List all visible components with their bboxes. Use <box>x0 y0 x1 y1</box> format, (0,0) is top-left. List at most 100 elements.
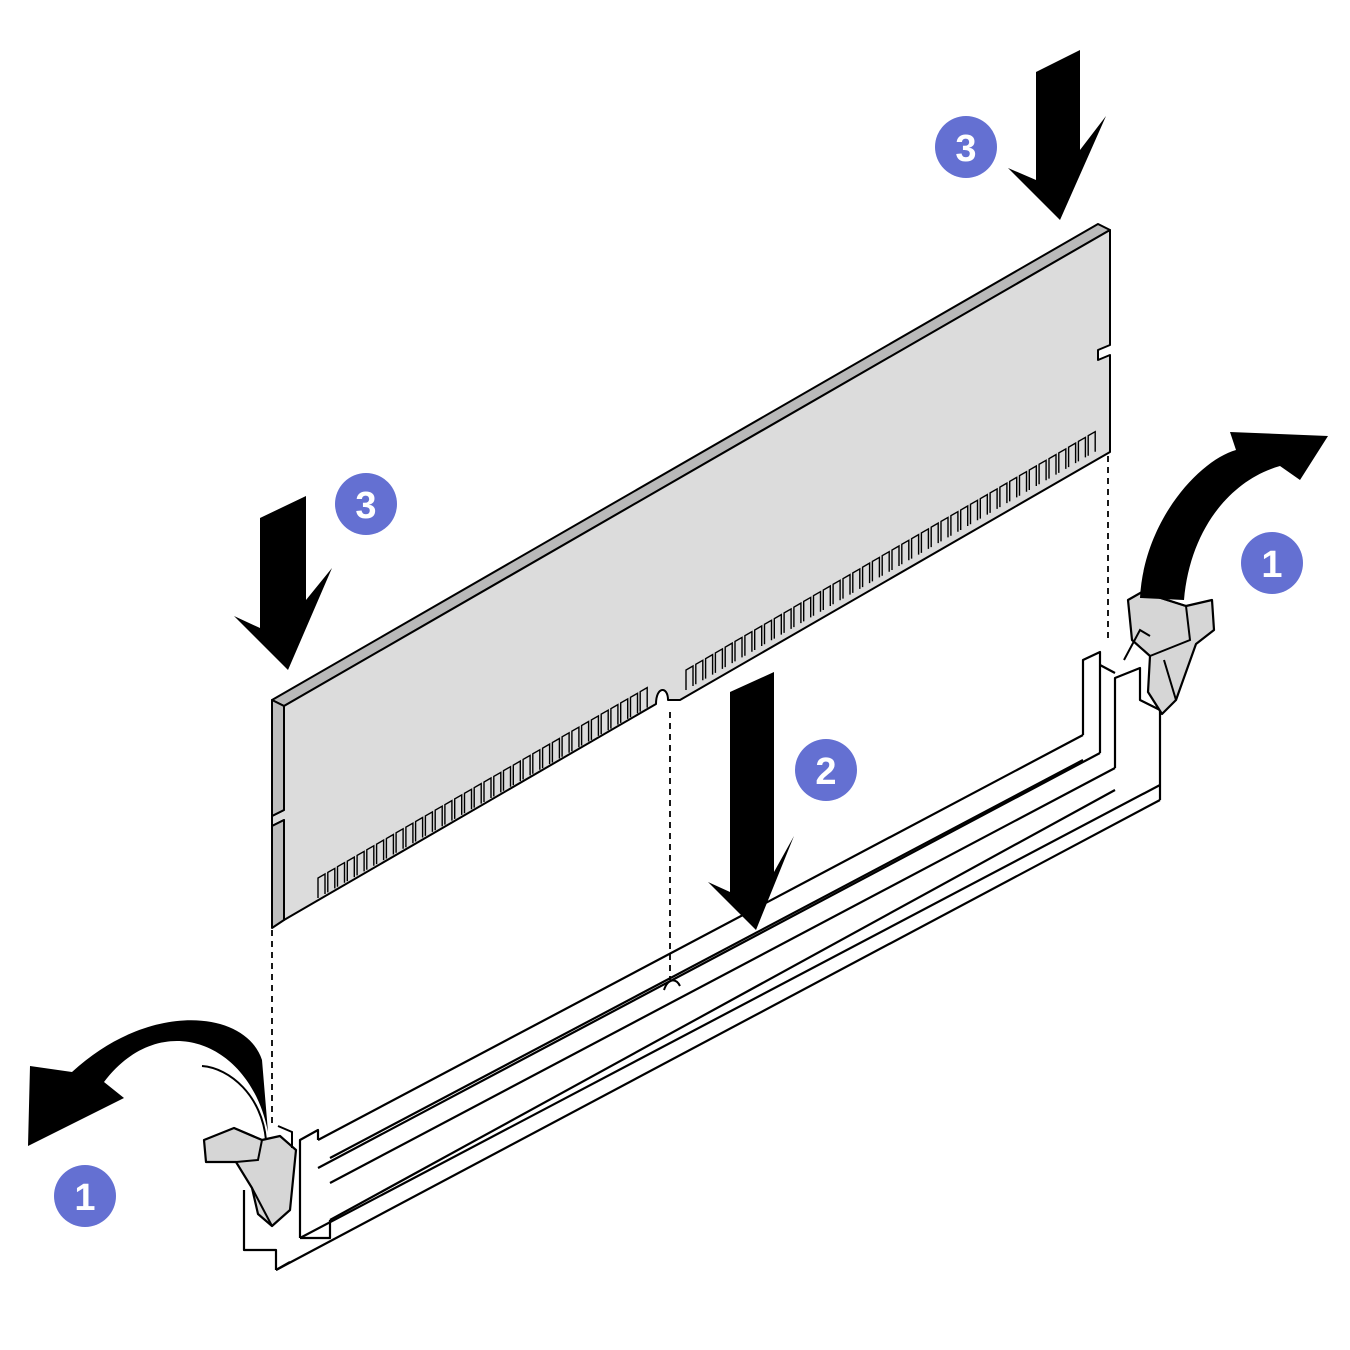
down-arrow-icon <box>1008 50 1106 220</box>
slot-key <box>663 979 681 991</box>
memory-module[interactable] <box>271 223 1111 929</box>
contact-pin <box>763 619 773 645</box>
contact-pin <box>754 624 763 650</box>
contact-pin <box>881 550 890 576</box>
contact-pin <box>969 499 979 525</box>
contact-pin <box>999 481 1008 508</box>
contact-pin <box>356 850 365 876</box>
contact-pin <box>424 810 434 836</box>
contact-pin <box>522 754 531 780</box>
curved-arrow-icon <box>28 1020 268 1146</box>
contact-pin <box>620 697 629 723</box>
contact-pin <box>1018 470 1028 496</box>
step-badge-icon <box>54 1165 116 1227</box>
step-badge-press-right: 3 <box>935 116 997 178</box>
contact-pin <box>793 601 802 628</box>
step-number: 3 <box>955 128 976 170</box>
contact-pin <box>1067 441 1077 468</box>
contact-pin <box>812 590 822 616</box>
contact-pin <box>704 653 714 679</box>
contact-pin <box>940 516 949 542</box>
step-number: 1 <box>74 1177 95 1219</box>
contact-pin <box>989 487 998 513</box>
step-number: 2 <box>815 751 836 793</box>
contact-pin <box>1077 436 1087 462</box>
contact-pin <box>960 504 969 530</box>
step-badge-icon <box>795 739 857 801</box>
step-badge-open-right: 1 <box>1241 532 1303 594</box>
contact-pin <box>714 647 724 673</box>
contact-pin <box>695 659 704 685</box>
down-arrow-icon <box>708 672 794 930</box>
contact-pin <box>629 692 639 718</box>
contact-pin <box>822 584 831 610</box>
contact-pin <box>1058 447 1067 473</box>
contact-pin <box>336 861 346 887</box>
contact-pin <box>773 613 782 639</box>
contact-pin <box>395 827 404 853</box>
contact-pin <box>685 664 694 690</box>
contact-pin <box>502 765 512 791</box>
contact-pin <box>1038 459 1047 485</box>
contact-pin <box>434 804 443 831</box>
contact-pin <box>454 793 463 819</box>
contact-pin <box>327 867 336 893</box>
curved-arrow-icon <box>1140 432 1328 600</box>
dimm-slot <box>242 650 1162 1271</box>
contact-pin <box>1048 453 1057 479</box>
contact-pin <box>979 493 988 519</box>
contact-pin <box>920 527 930 553</box>
alignment-guides <box>271 456 1109 1128</box>
contact-pin <box>639 686 648 712</box>
contact-pin <box>590 714 600 740</box>
contact-pin <box>724 641 733 668</box>
contact-pin <box>901 539 910 565</box>
contact-pin <box>852 567 861 593</box>
contact-pin <box>580 720 590 746</box>
contact-pin <box>512 759 521 786</box>
contact-pin <box>473 782 482 808</box>
contact-pin <box>1028 464 1037 490</box>
contact-pin <box>861 561 871 588</box>
contact-pin <box>832 579 841 605</box>
contact-pin <box>375 838 385 865</box>
contact-pin <box>803 596 812 622</box>
right-retaining-clip[interactable] <box>1123 590 1216 716</box>
down-arrow-icon <box>234 496 332 670</box>
contact-pin <box>950 510 959 536</box>
step-badge-open-left: 1 <box>54 1165 116 1227</box>
contact-pin <box>532 748 541 774</box>
contact-pin <box>385 833 395 859</box>
contact-pin <box>1009 476 1018 502</box>
step-badge-icon <box>335 473 397 535</box>
step-badge-icon <box>1241 532 1303 594</box>
contact-pin <box>871 556 881 582</box>
contact-pin <box>783 607 792 633</box>
contact-pin <box>561 731 570 757</box>
contact-pin <box>842 573 851 599</box>
contact-pin <box>910 533 920 559</box>
contact-pin <box>610 703 619 729</box>
contact-pin <box>405 821 414 848</box>
contact-pin <box>541 742 551 769</box>
contact-pin <box>891 544 900 570</box>
contact-pin <box>346 855 355 882</box>
contact-pin <box>744 630 753 656</box>
contact-pin <box>483 776 492 802</box>
contact-pin <box>930 521 939 548</box>
contact-pin <box>493 771 502 797</box>
contact-pin <box>414 816 424 842</box>
contact-pin <box>600 708 609 735</box>
contact-pin <box>571 725 580 752</box>
module-contacts <box>317 430 1096 898</box>
left-retaining-clip[interactable] <box>202 1125 298 1228</box>
step-number: 1 <box>1261 544 1282 586</box>
contact-pin <box>1087 430 1096 456</box>
contact-pin <box>734 636 743 662</box>
contact-pin <box>444 799 453 825</box>
step-badge-insert: 2 <box>795 739 857 801</box>
contact-pin <box>463 788 473 814</box>
step-number: 3 <box>355 485 376 527</box>
